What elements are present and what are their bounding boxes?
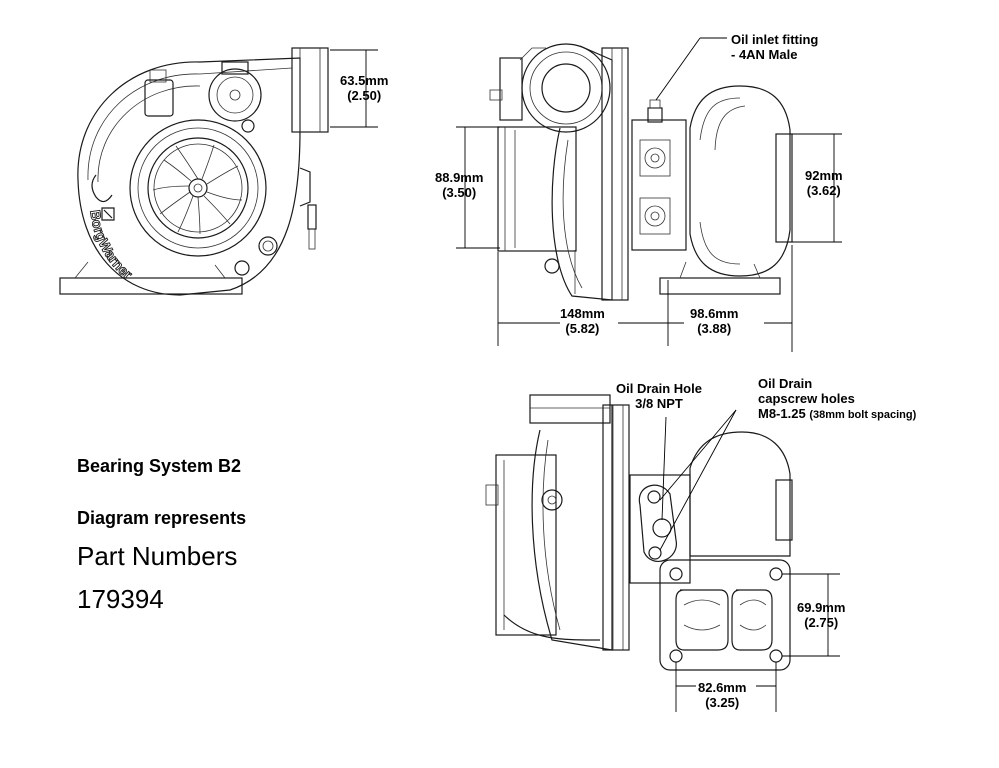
turbo-side-view	[489, 43, 793, 301]
dim-compressor-inlet	[330, 49, 378, 128]
part-numbers-label: Part Numbers	[77, 541, 238, 571]
dim-flange-height	[782, 573, 840, 657]
dim-flange-width	[675, 662, 777, 712]
dim-overall-length	[497, 245, 793, 352]
bearing-system-label: Bearing System B2	[77, 456, 242, 476]
dim-label-compressor-housing: 88.9mm(3.50)	[435, 170, 484, 200]
dim-label-turbine-outlet: 92mm(3.62)	[805, 168, 843, 198]
dim-label-overall-length-turb: 98.6mm(3.88)	[690, 306, 739, 336]
dim-label-overall-length-comp: 148mm(5.82)	[560, 306, 605, 336]
dim-label-compressor-inlet: 63.5mm(2.50)	[340, 73, 389, 103]
part-number: 179394	[77, 584, 164, 614]
compressor-end-view: BorgWarner	[59, 47, 329, 296]
dim-compressor-housing	[456, 126, 500, 249]
diagram-represents-label: Diagram represents	[77, 508, 247, 528]
dim-label-flange-width: 82.6mm(3.25)	[698, 680, 747, 710]
leader-oil-drain	[659, 409, 737, 551]
callout-oil-drain-capscrew: Oil Drain capscrew holes M8-1.25 (38mm b…	[758, 376, 917, 421]
dim-label-flange-height: 69.9mm(2.75)	[797, 600, 846, 630]
dim-turbine-outlet	[792, 133, 842, 243]
leader-oil-inlet	[655, 37, 727, 101]
turbo-bottom-view	[485, 394, 793, 671]
callout-oil-inlet: Oil inlet fitting- 4AN Male	[731, 32, 819, 62]
